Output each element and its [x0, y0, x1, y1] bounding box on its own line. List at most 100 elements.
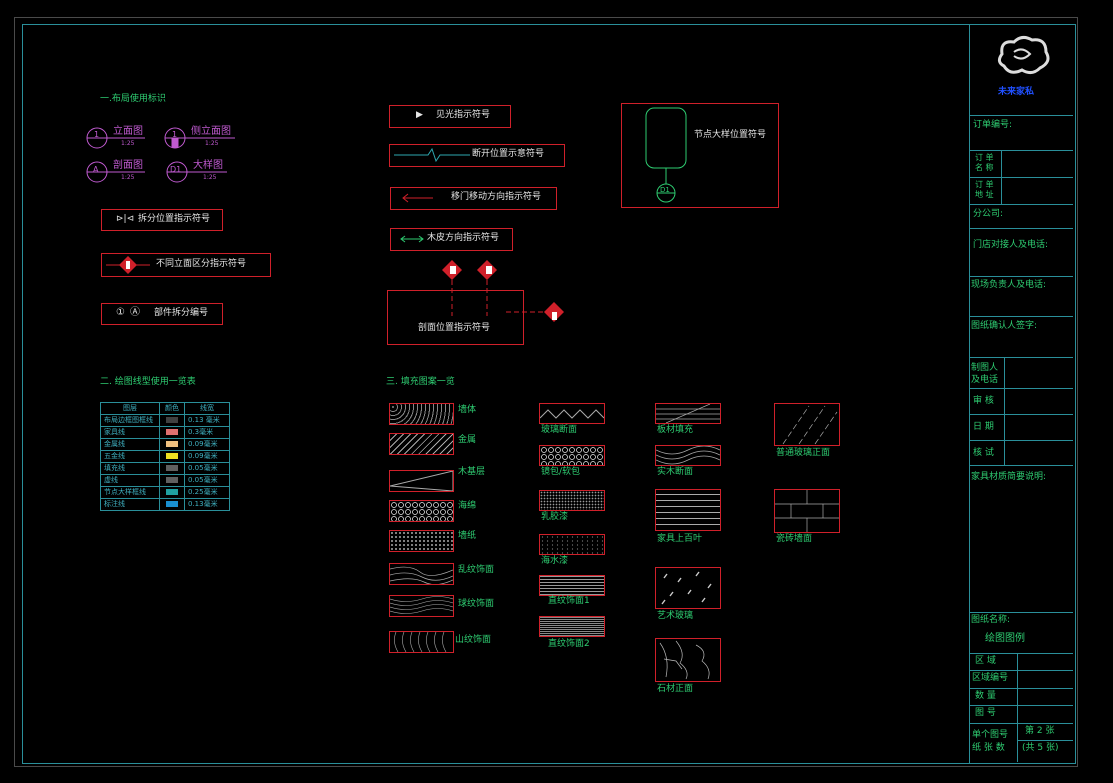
elevation-zone-icon	[106, 256, 150, 274]
tb-divider	[970, 670, 1073, 671]
tb-order-name: 订 单 名 称	[975, 153, 994, 172]
break-icon	[394, 147, 470, 163]
color-swatch	[166, 417, 178, 423]
part-code-1: ①	[116, 307, 125, 318]
elev-detail-code: D1	[170, 165, 182, 174]
color-swatch	[166, 477, 178, 483]
line-table-layer: 填充线	[100, 462, 160, 475]
fill-label: 艺术玻璃	[657, 611, 694, 621]
line-table-color	[159, 474, 185, 487]
fill-label: 金属	[458, 435, 477, 445]
tb-order-no: 订单编号:	[973, 120, 1013, 130]
outer-frame	[14, 17, 1078, 767]
fill-swatch-seawater-paint	[539, 534, 605, 555]
tb-sheet-total: (共 5 张)	[1022, 743, 1059, 753]
node-detail-graphic	[645, 107, 687, 203]
tb-divider	[970, 276, 1073, 277]
fill-swatch-soft-pack	[539, 445, 605, 466]
line-table-header: 图层颜色线宽	[100, 402, 230, 415]
fill-label: 直纹饰面1	[548, 596, 590, 606]
fill-swatch-art-glass	[655, 567, 721, 609]
company-logo	[997, 35, 1050, 75]
light-box: ▶ 见光指示符号	[389, 105, 511, 128]
line-table-width: 0.25毫米	[184, 486, 230, 499]
line-table-header-cell: 线宽	[184, 402, 230, 415]
fill-swatch-glass-section	[539, 403, 605, 424]
line-table-width: 0.13毫米	[184, 498, 230, 511]
split-icon: ⊳|⊲	[116, 214, 135, 224]
double-arrow-icon	[400, 235, 424, 243]
color-swatch	[166, 465, 178, 471]
color-swatch	[166, 429, 178, 435]
fill-label: 普通玻璃正面	[776, 448, 831, 458]
line-table-color	[159, 414, 185, 427]
fill-swatch-stone-face	[655, 638, 721, 682]
tb-divider	[970, 440, 1073, 441]
section-position-box: 剖面位置指示符号	[387, 290, 524, 345]
line-table-header-cell: 颜色	[159, 402, 185, 415]
line-table-color	[159, 486, 185, 499]
part-split-box: ① Ⓐ 部件拆分编号	[101, 303, 223, 325]
fill-label: 板材填充	[657, 425, 694, 435]
line-table-color	[159, 426, 185, 439]
node-detail-box: D1 节点大样位置符号	[621, 103, 779, 208]
line-table-layer: 标注线	[100, 498, 160, 511]
tb-review: 审 核	[973, 396, 994, 406]
break-label: 断开位置示意符号	[472, 149, 545, 159]
wood-grain-box: 木皮方向指示符号	[390, 228, 513, 251]
color-swatch	[166, 501, 178, 507]
tb-divider	[970, 723, 1073, 724]
fill-swatch-louver	[655, 489, 721, 531]
part-code-2: Ⓐ	[130, 307, 140, 318]
tb-fig-no: 图 号	[975, 708, 996, 718]
tb-divider	[970, 705, 1073, 706]
elev-front-label: 立面图	[113, 126, 143, 137]
color-swatch	[166, 441, 178, 447]
tb-qty: 数 量	[975, 691, 996, 701]
fill-swatch-wallpaper	[389, 530, 454, 552]
sliding-door-label: 移门移动方向指示符号	[451, 192, 542, 202]
fill-label: 直纹饰面2	[548, 639, 590, 649]
elevation-zone-box: 不同立面区分指示符号	[101, 253, 271, 277]
fill-swatch-ball-grain	[389, 595, 454, 617]
section-lines-title: 二. 绘图线型使用一览表	[100, 377, 196, 387]
tb-divider	[970, 228, 1073, 229]
sliding-door-box: 移门移动方向指示符号	[390, 187, 557, 210]
fill-swatch-mountain-grain	[389, 631, 454, 653]
split-position-label: 拆分位置指示符号	[138, 214, 211, 224]
fill-label: 海水漆	[541, 556, 569, 566]
title-block-frame	[969, 24, 1076, 764]
fill-swatch-straight-grain-2	[539, 616, 605, 637]
elev-side-scale: 1:25	[205, 140, 219, 147]
elev-detail-label: 大样图	[193, 160, 223, 171]
fill-label: 墙纸	[458, 531, 477, 541]
section-position-graphic	[442, 260, 564, 322]
line-table-layer: 布局边框图框线	[100, 414, 160, 427]
node-detail-label: 节点大样位置符号	[694, 130, 767, 140]
fill-label: 镜包/软包	[541, 467, 581, 477]
fill-label: 家具上百叶	[657, 534, 703, 544]
line-table-width: 0.3毫米	[184, 426, 230, 439]
elev-side-code: 1	[172, 130, 178, 139]
tb-divider	[970, 204, 1073, 205]
elev-front-code: 1	[94, 130, 100, 139]
fill-label: 瓷砖墙面	[776, 534, 813, 544]
tb-area-no: 区域编号	[972, 673, 1009, 683]
tb-confirm: 图纸确认人签字:	[971, 321, 1038, 331]
tb-store-contact: 门店对接人及电话:	[973, 240, 1049, 250]
fill-swatch-latex-paint	[539, 490, 605, 511]
tb-divider	[970, 688, 1073, 689]
line-table-layer: 虚线	[100, 474, 160, 487]
elevation-symbols	[86, 127, 235, 183]
color-swatch	[166, 453, 178, 459]
section-fill-title: 三. 填充图案一览	[386, 377, 455, 387]
tb-divider	[970, 177, 1073, 178]
elev-detail-scale: 1:25	[203, 174, 217, 181]
tb-drafter: 制图人 及电话	[971, 363, 999, 385]
break-box: 断开位置示意符号	[389, 144, 565, 167]
